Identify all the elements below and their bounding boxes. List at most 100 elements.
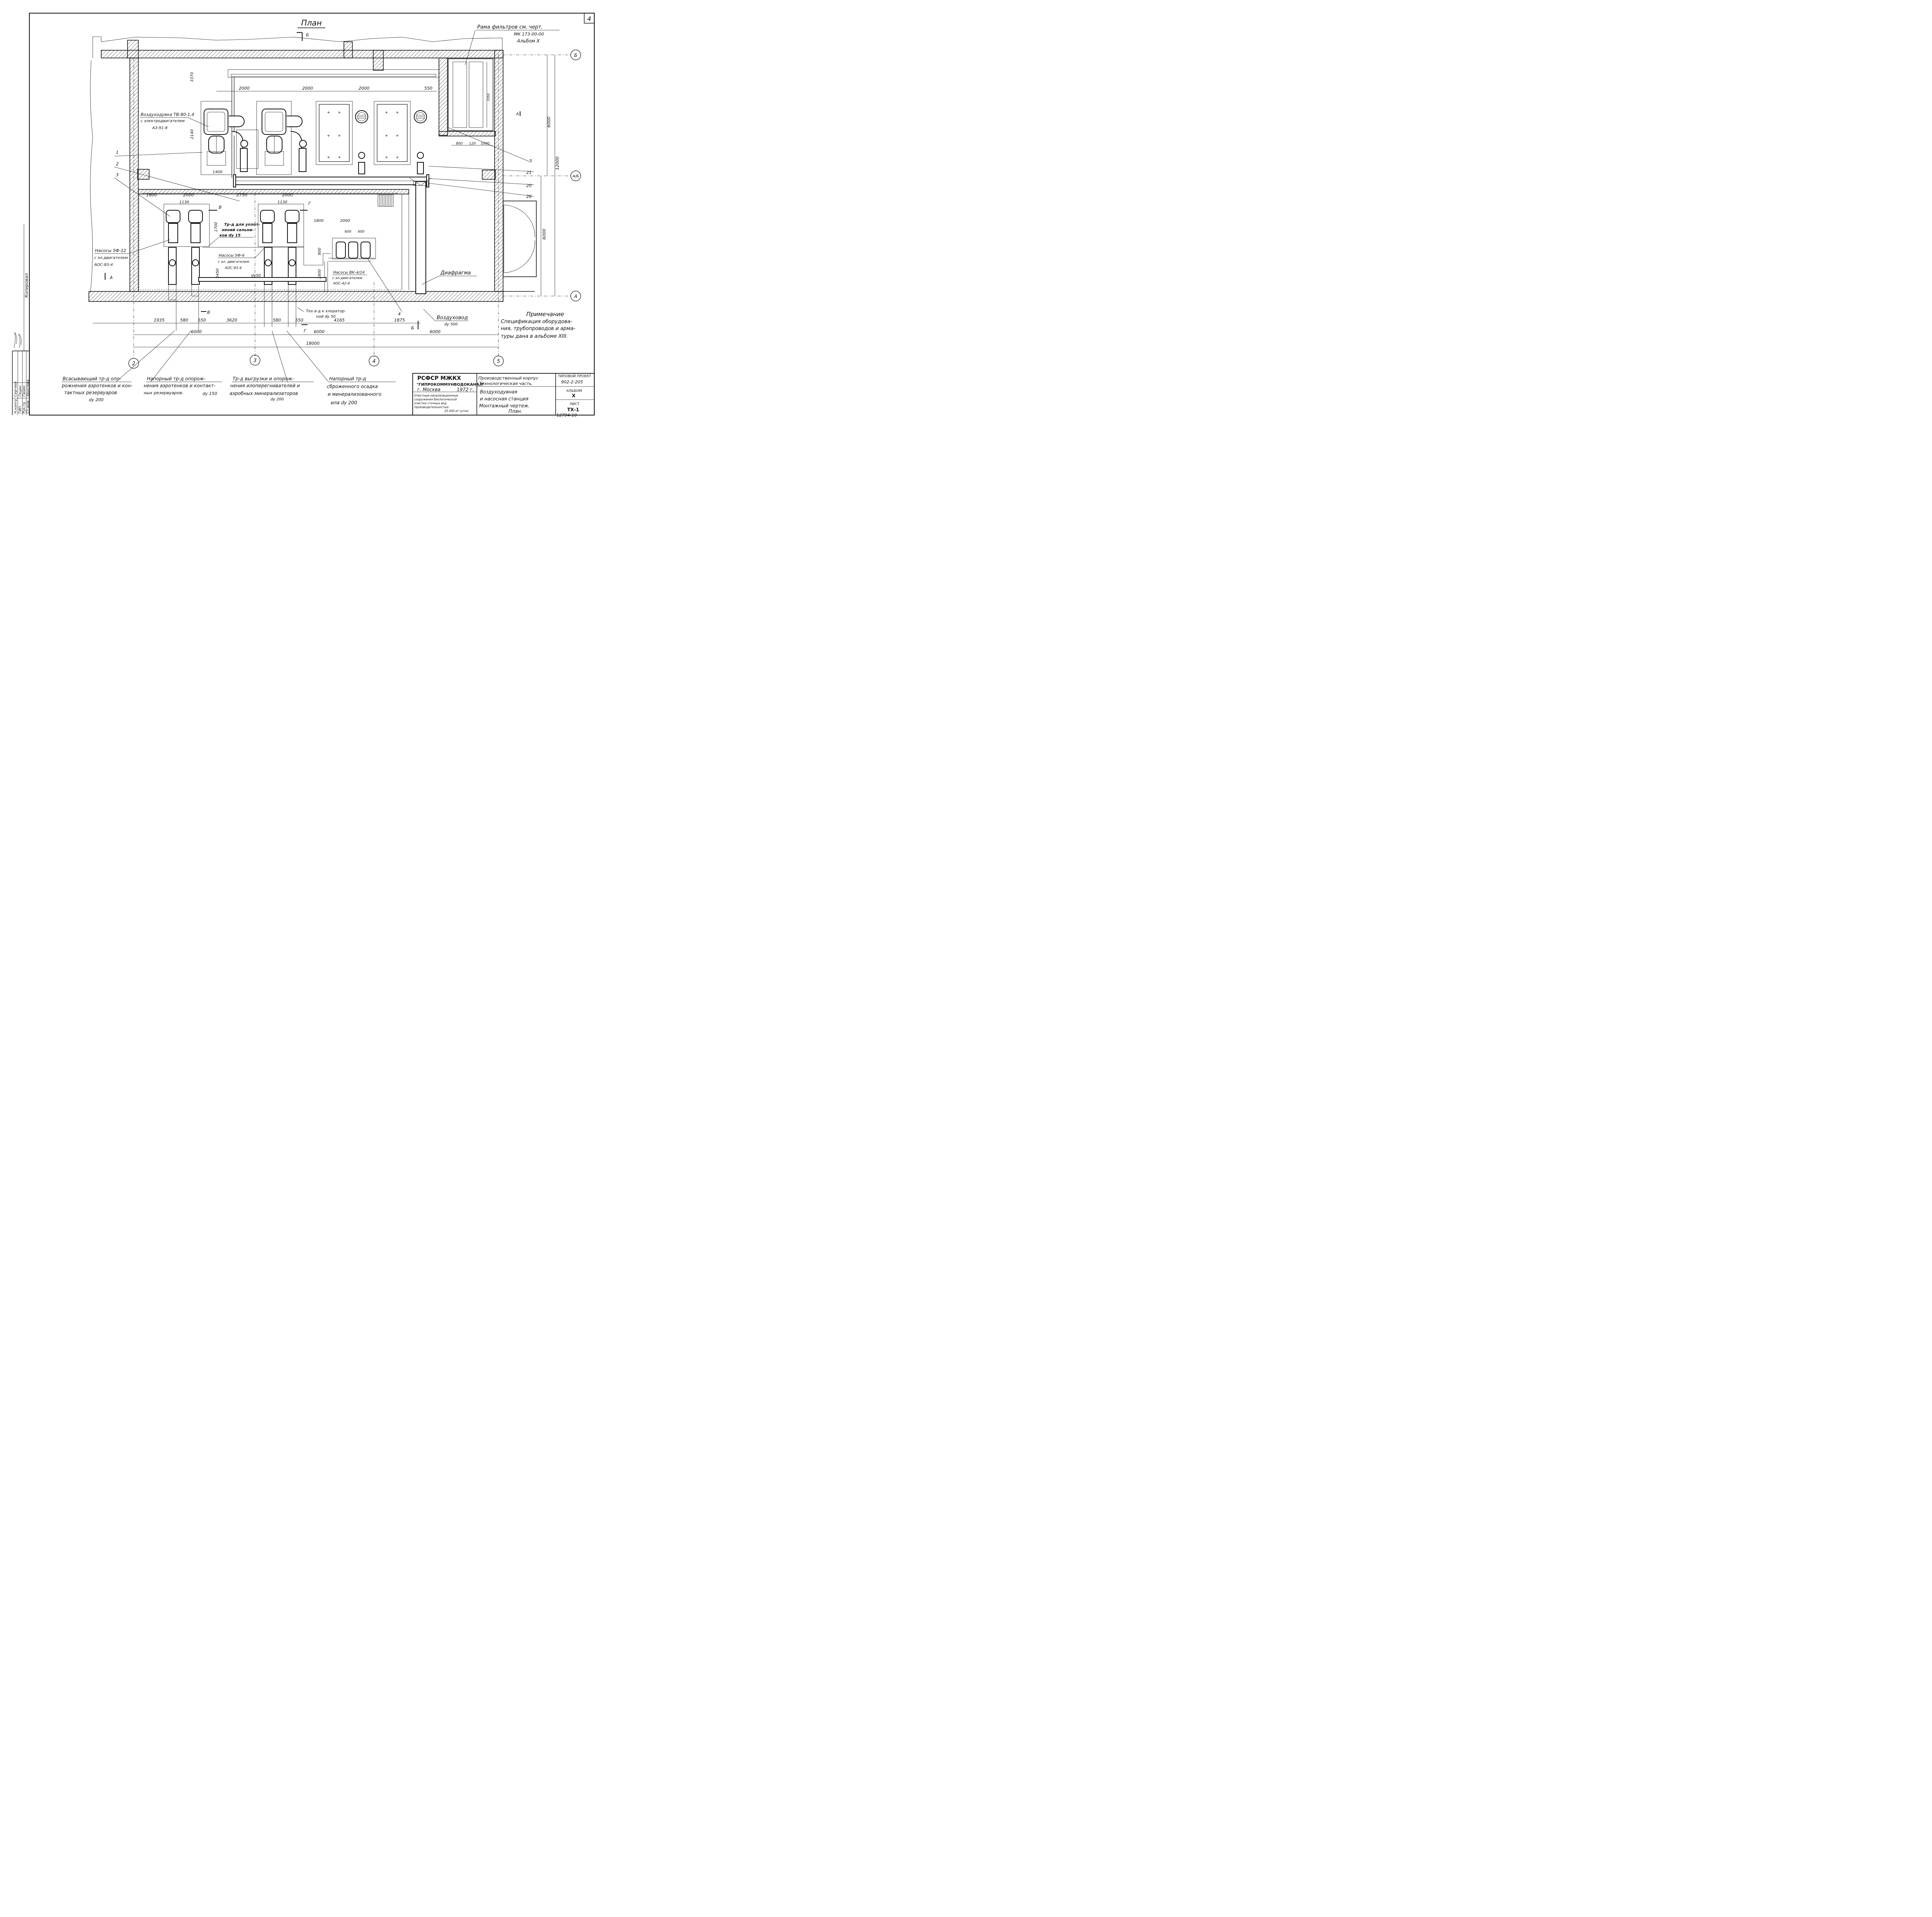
section-mark-g-top: Г <box>300 201 311 211</box>
svg-text:с эл. двигателем: с эл. двигателем <box>218 260 249 264</box>
svg-text:580: 580 <box>273 318 281 323</box>
intake-grille-2 <box>414 110 427 174</box>
svg-text:+: + <box>385 155 388 160</box>
svg-text:+: + <box>396 155 399 160</box>
svg-text:Б: Б <box>574 53 577 58</box>
tb-name-1: Воздуходувная <box>480 389 517 395</box>
svg-text:6000: 6000 <box>191 329 202 334</box>
pump-group-bk <box>324 238 376 292</box>
svg-text:нения илоперегнивателей и: нения илоперегнивателей и <box>230 383 300 388</box>
note-pumps-sf12: Насосы 5Ф-12 с эл.двигателем АОС-83-4 <box>94 239 170 267</box>
discharge-pipes <box>168 246 331 331</box>
svg-text:Альбом X: Альбом X <box>517 38 540 44</box>
svg-text:В: В <box>219 205 222 210</box>
section-mark-g-bottom: Г <box>301 324 308 334</box>
svg-text:Насосы ВК-4/24: Насосы ВК-4/24 <box>333 271 365 275</box>
svg-text:Воздуховод: Воздуховод <box>437 315 468 321</box>
pump-group-sf12 <box>163 204 210 285</box>
svg-text:6000: 6000 <box>430 329 440 334</box>
svg-text:6000: 6000 <box>314 329 325 334</box>
svg-text:2750: 2750 <box>236 192 247 197</box>
svg-text:1130: 1130 <box>277 200 287 204</box>
svg-text:2000: 2000 <box>239 86 250 91</box>
pump-group-sf6 <box>258 204 304 285</box>
svg-text:Насосы 5Ф-6: Насосы 5Ф-6 <box>219 254 245 258</box>
dims-mid-row: 1800 2000 2750 2000 <box>146 192 293 197</box>
svg-text:Примечание: Примечание <box>526 311 564 318</box>
section-mark-v-top: В <box>209 205 222 211</box>
svg-text:dy 500: dy 500 <box>444 322 458 327</box>
svg-text:600: 600 <box>358 230 364 234</box>
svg-text:2140: 2140 <box>190 129 194 139</box>
svg-text:Тр-д для уплот-: Тр-д для уплот- <box>224 223 260 227</box>
stamp-name-3: Ганин <box>22 386 26 397</box>
dims-misc: 1400 2450 1800 800 1700 3370 2140 <box>190 72 322 279</box>
svg-text:МК 173-00-00: МК 173-00-00 <box>514 32 544 37</box>
svg-text:+: + <box>338 155 341 160</box>
note-dy50: dy50 <box>251 274 261 278</box>
blower-unit-1 <box>201 101 259 175</box>
stamp-name-2: Гецин <box>19 385 22 397</box>
svg-text:2000: 2000 <box>359 86 369 91</box>
tb-album-label: АЛЬБОМ <box>566 389 582 393</box>
svg-text:Диафрагма: Диафрагма <box>440 270 471 276</box>
section-mark-a-right: А <box>516 111 520 116</box>
svg-text:А: А <box>516 112 519 116</box>
svg-text:1130: 1130 <box>179 200 189 204</box>
svg-text:нения аэротенков и контакт-: нения аэротенков и контакт- <box>144 383 215 388</box>
svg-text:Рама фильтров см. черт.: Рама фильтров см. черт. <box>477 24 543 30</box>
dims-top-row: 2000 2000 2000 550 <box>239 86 432 91</box>
svg-text:А/Б: А/Б <box>572 174 579 179</box>
svg-text:2: 2 <box>116 162 119 167</box>
svg-text:АОС-42-4: АОС-42-4 <box>333 282 350 286</box>
svg-text:550: 550 <box>424 86 432 91</box>
callout-3-dy: dy 200 <box>270 397 284 402</box>
dims-pump-row: 1130 1130 1800 2000 600 600 <box>179 200 364 234</box>
svg-text:с эл.двигателем: с эл.двигателем <box>94 256 128 260</box>
svg-text:рожнения аэротенков и кон-: рожнения аэротенков и кон- <box>61 383 133 388</box>
svg-text:1: 1 <box>116 150 119 155</box>
stamp-role-3: Рук.гр. <box>22 401 26 414</box>
axis-bubble-4: 4 <box>369 356 379 366</box>
stamp-name-1: Сергеев <box>14 381 18 397</box>
dimension-lines <box>93 55 555 347</box>
svg-text:2000: 2000 <box>340 219 350 223</box>
svg-text:АОС-93-4: АОС-93-4 <box>224 266 242 270</box>
svg-text:+: + <box>327 134 330 138</box>
technical-drawing-sheet: 4 Копировал Н.контр ГИП Рук.гр. Ст.инж С… <box>12 13 595 417</box>
note-pumps-bk: Насосы ВК-4/24 с эл.двигателем АОС-42-4 <box>332 271 367 286</box>
room-boundaries <box>139 189 409 290</box>
svg-text:Тр-д выгрузки и опорож-: Тр-д выгрузки и опорож- <box>233 376 294 381</box>
note-tech-water: Тех в-д к хлоратор- ной dy 50 <box>297 307 346 319</box>
section-mark-a-left: А <box>105 273 113 280</box>
svg-text:тактных резервуаров: тактных резервуаров <box>64 390 117 395</box>
svg-text:А3-91-8: А3-91-8 <box>152 126 168 130</box>
svg-text:580: 580 <box>180 318 188 323</box>
svg-text:5: 5 <box>529 158 532 163</box>
note-air-duct: Воздуховод dy 500 <box>423 309 468 327</box>
svg-text:А: А <box>574 294 577 299</box>
svg-text:2: 2 <box>132 361 135 367</box>
axis-bubble-b: Б <box>570 49 581 60</box>
axis-bubble-5: 5 <box>493 356 504 366</box>
tb-sheet-value: ТХ-1 <box>567 407 579 412</box>
svg-text:Б: Б <box>411 325 414 330</box>
section-mark-b-top: Б <box>297 32 309 41</box>
axis-bubble-ab: А/Б <box>570 170 581 181</box>
tb-type-value: 902-2-205 <box>561 380 583 385</box>
tb-sheet-label: ЛИСТ <box>570 402 580 406</box>
svg-text:Г: Г <box>308 201 311 206</box>
svg-text:ния, трубопроводов и арма-: ния, трубопроводов и арма- <box>501 326 575 332</box>
signature-1 <box>14 332 17 348</box>
svg-text:1935: 1935 <box>154 318 165 323</box>
svg-text:dy 150: dy 150 <box>202 391 217 396</box>
svg-text:нений сальни-: нений сальни- <box>222 228 254 232</box>
svg-text:4: 4 <box>398 312 401 317</box>
svg-text:6000: 6000 <box>542 229 547 240</box>
dims-bottom-row: 1935 580 550 3620 580 550 4165 1875 <box>154 318 405 323</box>
note-blower: Воздуходувка ТВ-80-1,4 с электродвигател… <box>140 112 209 130</box>
axis-bubble-a: А <box>570 291 581 301</box>
svg-text:производительностью: производительностью <box>414 405 449 409</box>
svg-text:550: 550 <box>295 318 303 323</box>
svg-text:Всасывающий тр-д опо-: Всасывающий тр-д опо- <box>63 376 121 381</box>
